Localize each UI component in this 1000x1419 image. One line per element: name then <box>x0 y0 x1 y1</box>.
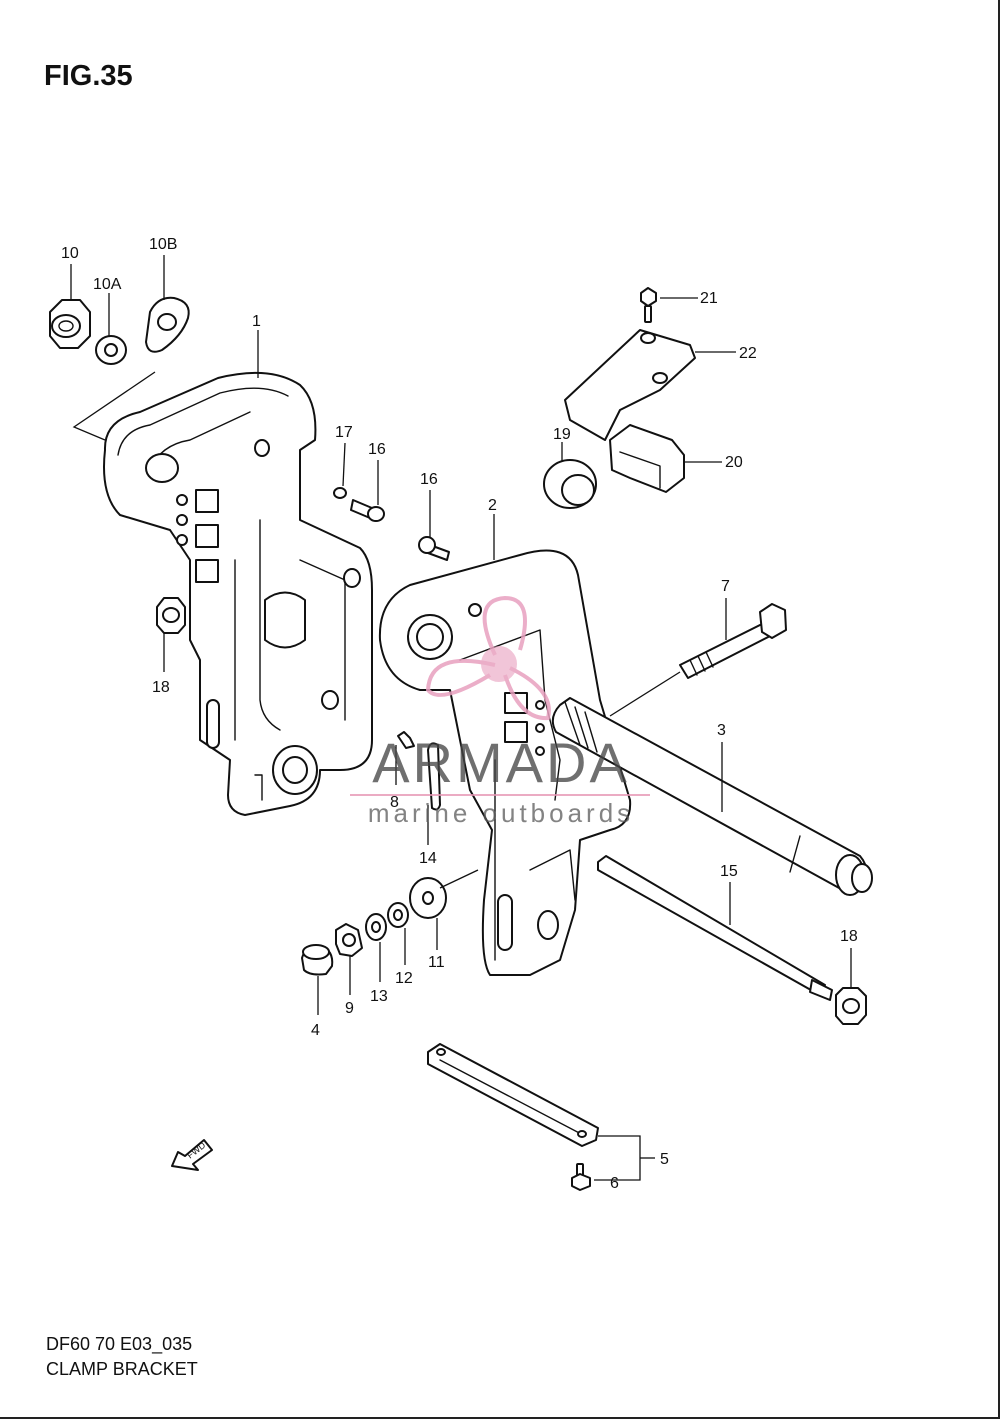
part-16-bolt-lower[interactable] <box>418 536 450 561</box>
callout-17: 17 <box>335 424 353 441</box>
callout-14: 14 <box>419 850 437 867</box>
callout-10a: 10A <box>93 276 122 293</box>
callout-5: 5 <box>660 1151 669 1168</box>
callout-10b: 10B <box>149 236 177 253</box>
part-4-cap[interactable] <box>301 944 334 976</box>
part-12-washer[interactable] <box>387 902 409 928</box>
part-8-screw[interactable] <box>397 731 415 749</box>
callout-11: 11 <box>428 954 445 971</box>
part-3-tilt-tube[interactable] <box>551 697 873 896</box>
part-7-tilt-bolt[interactable] <box>679 603 787 679</box>
watermark-propeller-icon <box>425 595 551 721</box>
part-15-lower-rod[interactable] <box>597 855 833 1001</box>
callout-8: 8 <box>390 794 399 811</box>
part-16-bolt-upper[interactable] <box>350 499 385 522</box>
part-6-screw[interactable] <box>571 1163 591 1191</box>
part-2-clamp-bracket-right[interactable] <box>378 549 632 976</box>
part-17-washer[interactable] <box>333 487 347 499</box>
diagram-code: DF60 70 E03_035 <box>46 1334 193 1354</box>
callout-3: 3 <box>717 722 726 739</box>
callout-2: 2 <box>488 497 497 514</box>
callout-4: 4 <box>311 1022 320 1039</box>
part-19-grommet[interactable] <box>543 459 597 509</box>
callout-10: 10 <box>61 245 79 262</box>
part-18-flange-nut-left[interactable] <box>156 597 186 634</box>
callout-20: 20 <box>725 454 743 471</box>
callout-7: 7 <box>721 578 730 595</box>
part-10a-washer[interactable] <box>95 335 127 365</box>
callout-6: 6 <box>610 1175 619 1192</box>
callout-15: 15 <box>720 863 738 880</box>
callout-22: 22 <box>739 345 757 362</box>
callout-1: 1 <box>252 313 261 330</box>
part-18-flange-nut-right[interactable] <box>835 987 867 1025</box>
part-5-anode-plate[interactable] <box>427 1043 599 1147</box>
part-9-nut[interactable] <box>335 923 363 957</box>
callout-9: 9 <box>345 1000 354 1017</box>
callout-18-left: 18 <box>152 679 170 696</box>
part-14-clip[interactable] <box>427 742 441 811</box>
fwd-arrow-icon <box>171 1139 213 1171</box>
part-22-bracket[interactable] <box>564 329 696 441</box>
callout-18-right: 18 <box>840 928 858 945</box>
diagram-name: CLAMP BRACKET <box>46 1359 198 1379</box>
part-1-clamp-bracket-left[interactable] <box>103 371 373 816</box>
part-20-clip[interactable] <box>609 424 685 493</box>
callout-21: 21 <box>700 290 718 307</box>
callout-13: 13 <box>370 988 388 1005</box>
part-13-washer[interactable] <box>365 913 387 941</box>
callout-16-upper: 16 <box>368 441 386 458</box>
part-21-bolt[interactable] <box>640 287 657 323</box>
callout-16-lower: 16 <box>420 471 438 488</box>
callout-12: 12 <box>395 970 413 987</box>
figure-title: FIG.35 <box>44 60 133 92</box>
callout-19: 19 <box>553 426 571 443</box>
part-10-nut[interactable] <box>49 299 91 349</box>
part-11-washer[interactable] <box>409 877 447 919</box>
part-10b-gasket[interactable] <box>145 296 190 353</box>
